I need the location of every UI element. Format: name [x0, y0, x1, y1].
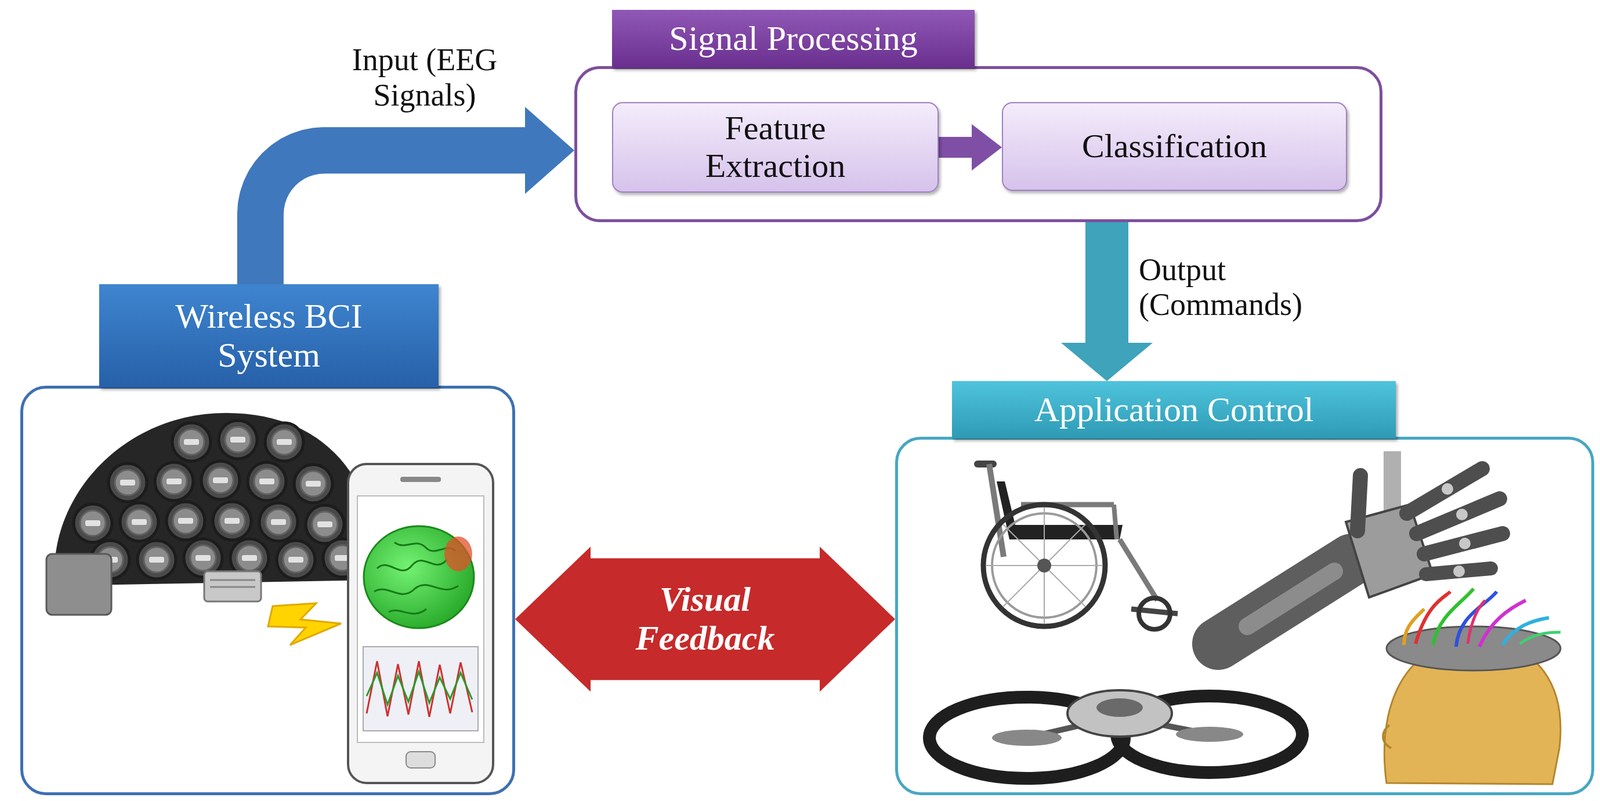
- arrow-body: [938, 136, 973, 158]
- input-arrow: [260, 106, 575, 285]
- edge-label: Input (EEG Signals): [302, 42, 547, 113]
- arrow-body: [260, 150, 526, 285]
- eeg-cap: [46, 413, 376, 615]
- arrow-head: [515, 546, 591, 692]
- edge-label: Visual Feedback: [609, 580, 802, 658]
- section-title: Application Control: [1034, 390, 1314, 430]
- section-tab: Wireless BCI System: [99, 284, 439, 388]
- arrow-head: [971, 124, 1002, 171]
- wireless-bolt: [268, 603, 342, 646]
- wheelchair: [977, 464, 1178, 630]
- process-label: Feature Extraction: [671, 109, 881, 186]
- flow-arrow: [938, 124, 1002, 171]
- arrow-head: [525, 106, 575, 194]
- section-panel: Wireless BCI System: [20, 385, 516, 796]
- head-brain: [1383, 588, 1561, 785]
- section-title: Signal Processing: [668, 19, 918, 59]
- arrow-head: [819, 546, 896, 692]
- section-tab: Application Control: [951, 381, 1396, 439]
- process-box: Classification: [1001, 102, 1348, 191]
- phone: [348, 464, 494, 784]
- edge-label: Output (Commands): [1138, 252, 1371, 323]
- arrow-body: [589, 558, 821, 680]
- section-tab: Signal Processing: [612, 9, 975, 68]
- feedback-arrow: [515, 546, 896, 692]
- process-label: Classification: [1081, 127, 1268, 166]
- drone: [929, 690, 1303, 779]
- section-panel: Application Control: [895, 436, 1595, 796]
- process-box: Feature Extraction: [612, 102, 939, 193]
- section-title: Wireless BCI System: [147, 297, 392, 375]
- arrow-body: [1085, 222, 1129, 344]
- robotic-hand: [1218, 451, 1503, 644]
- section-panel: Signal ProcessingFeature ExtractionClass…: [574, 66, 1383, 223]
- arrow-head: [1061, 342, 1153, 382]
